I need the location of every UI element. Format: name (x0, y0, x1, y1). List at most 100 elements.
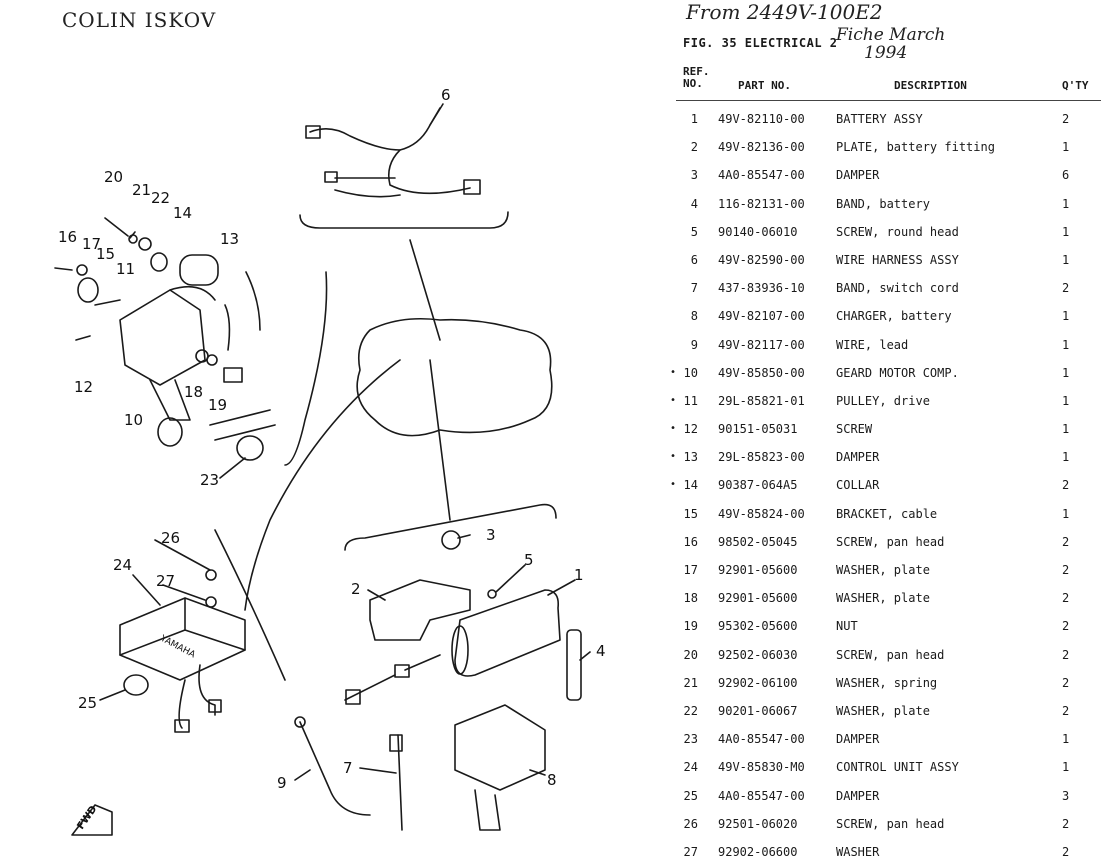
ref-no: 3 (690, 168, 698, 183)
description: PULLEY, drive (836, 393, 930, 408)
quantity: 2 (1062, 112, 1070, 126)
description: SCREW (836, 422, 873, 437)
quantity: 2 (1062, 816, 1070, 831)
callout-21: 21 (132, 181, 151, 199)
description: WASHER, plate (836, 563, 930, 577)
quantity: 6 (1062, 168, 1070, 183)
part-no: 49V-85850-00 (718, 365, 805, 380)
description: WASHER, plate (836, 703, 930, 718)
ref-no: 25 (683, 788, 698, 803)
quantity: 1 (1062, 224, 1070, 239)
callout-25: 25 (78, 694, 97, 712)
description: PLATE, battery fitting (836, 140, 995, 155)
description: DAMPER (836, 732, 880, 747)
ref-no: 15 (683, 506, 698, 521)
part-no: 49V-82590-00 (718, 252, 805, 267)
header-part-no: PART NO. (738, 79, 791, 92)
callout-1: 1 (574, 566, 584, 584)
part-no: 437-83936-10 (718, 281, 805, 296)
callout-23: 23 (200, 471, 219, 489)
row-mark: • (670, 423, 677, 435)
row-mark: • (670, 366, 677, 378)
ref-no: 8 (690, 309, 698, 324)
description: DAMPER (836, 450, 880, 465)
ref-no: 20 (683, 647, 698, 662)
part-no: 92901-05600 (718, 563, 798, 577)
part-no: 90201-06067 (718, 703, 798, 718)
row-mark: • (670, 394, 677, 406)
ref-no: 18 (683, 591, 698, 606)
quantity: 1 (1062, 393, 1070, 408)
description: WASHER (836, 844, 880, 859)
description: NUT (836, 619, 858, 634)
callout-7: 7 (343, 759, 353, 777)
quantity: 1 (1062, 252, 1070, 267)
quantity: 2 (1062, 591, 1070, 606)
header-divider (676, 100, 1101, 101)
description: WASHER, spring (836, 675, 938, 690)
callout-26: 26 (161, 529, 180, 547)
quantity: 3 (1062, 788, 1070, 803)
ref-no: 6 (690, 252, 698, 267)
description: SCREW, pan head (836, 816, 945, 831)
description: BATTERY ASSY (836, 112, 923, 126)
ref-no: 21 (683, 675, 698, 690)
part-no: 98502-05045 (718, 534, 798, 549)
ref-no: 13 (683, 450, 698, 465)
callout-10: 10 (124, 411, 143, 429)
quantity: 2 (1062, 619, 1070, 634)
part-no: 49V-85830-M0 (718, 760, 805, 775)
description: GEARD MOTOR COMP. (836, 365, 959, 380)
part-no: 4A0-85547-00 (718, 788, 805, 803)
exploded-parts-diagram: 6 20 21 22 14 13 16 17 15 11 12 10 18 19… (54, 86, 606, 836)
ref-no: 26 (683, 816, 698, 831)
callout-9: 9 (277, 774, 287, 792)
description: BAND, switch cord (836, 281, 959, 296)
part-no: 90387-064A5 (718, 478, 798, 493)
ref-no: 7 (690, 281, 698, 296)
callout-8: 8 (547, 771, 557, 789)
callout-19: 19 (208, 396, 227, 414)
part-no: 92502-06030 (718, 647, 798, 662)
author-handwritten-note: COLIN ISKOV (62, 8, 217, 32)
callout-22: 22 (151, 189, 170, 207)
brand-label: YAMAHA (158, 633, 198, 660)
quantity: 1 (1062, 365, 1070, 380)
description: WIRE HARNESS ASSY (836, 252, 959, 267)
callout-12: 12 (74, 378, 93, 396)
header-qty: Q'TY (1062, 79, 1089, 92)
part-no: 116-82131-00 (718, 196, 805, 211)
callout-18: 18 (184, 383, 203, 401)
part-no: 95302-05600 (718, 619, 798, 634)
quantity: 1 (1062, 506, 1070, 521)
callout-5: 5 (524, 551, 534, 569)
quantity: 2 (1062, 478, 1070, 493)
part-no: 49V-82110-00 (718, 112, 805, 126)
callout-3: 3 (486, 526, 496, 544)
description: DAMPER (836, 168, 880, 183)
fiche-line-2: 1994 (864, 43, 908, 63)
ref-no: 2 (690, 140, 698, 155)
part-no: 49V-85824-00 (718, 506, 805, 521)
description: DAMPER (836, 788, 880, 803)
ref-no: 16 (683, 534, 698, 549)
ref-no: 27 (683, 844, 698, 859)
ref-no: 24 (683, 760, 698, 775)
